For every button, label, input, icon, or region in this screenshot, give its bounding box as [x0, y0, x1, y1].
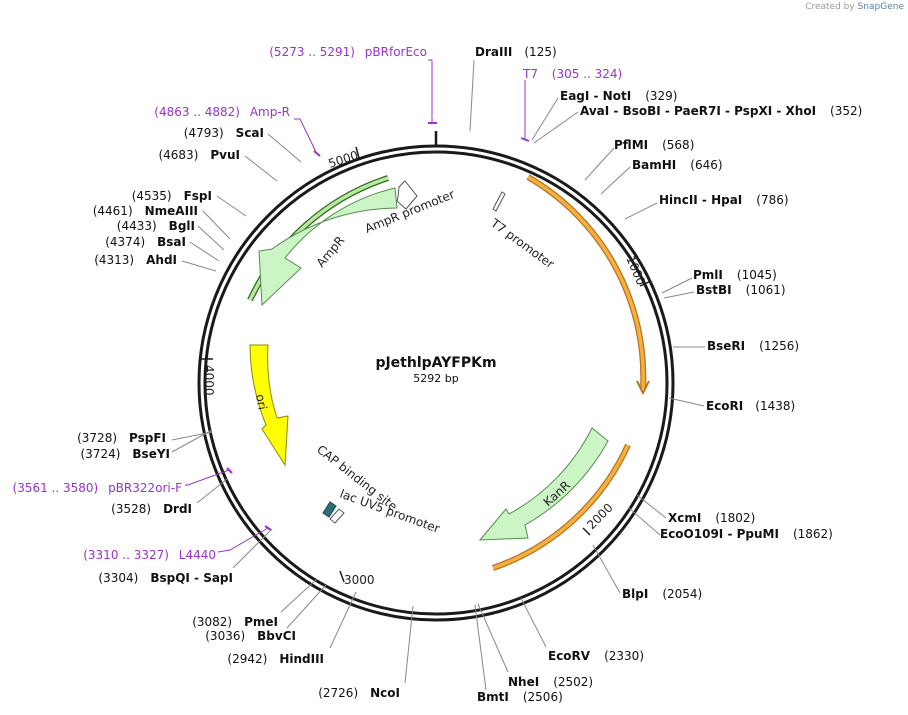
site-bsai: (4374)BsaI — [105, 235, 186, 249]
site-ncoi: (2726)NcoI — [318, 686, 400, 700]
site-bbvci: (3036)BbvCI — [205, 629, 296, 643]
site-bseyi: (3724)BseYI — [81, 447, 171, 461]
branding-prefix: Created by — [805, 2, 855, 12]
svg-text:T7 (305 .. 324): T7 (305 .. 324) — [522, 67, 622, 81]
primer-name-l4440: L4440 — [179, 548, 216, 562]
site-bspqi-sapi: (3304)BspQI - SapI — [98, 571, 233, 585]
site-scai: (4793)ScaI — [184, 126, 264, 140]
primer-name-pbr322ori-f: pBR322ori-F — [108, 481, 182, 495]
site-pspfi: (3728)PspFI — [77, 431, 166, 445]
primer-name-amp-r: Amp-R — [250, 105, 290, 119]
site-ecorv: EcoRV(2330) — [548, 649, 644, 663]
primer-l4440: (3310 .. 3327) L4440 — [83, 525, 272, 562]
site-blpi: BlpI(2054) — [622, 587, 702, 601]
site-bmti: BmtI(2506) — [477, 690, 563, 704]
primer-name-pbrforeco: pBRforEco — [365, 45, 427, 59]
site-ahdi: (4313)AhdI — [94, 253, 177, 267]
tick-label-3000: 3000 — [344, 573, 375, 587]
site-bstbi: BstBI(1061) — [696, 283, 786, 297]
site-bgli: (4433)BglI — [117, 219, 195, 233]
feature-label-ori: ori — [253, 393, 269, 411]
feature-ori: ori — [249, 344, 289, 467]
primer-amp-r: (4863 .. 4882) Amp-R — [154, 105, 321, 157]
svg-text:(3561 .. 3580) pBR322ori: (3561 .. 3580) pBR322ori-F — [13, 481, 183, 495]
plasmid-length: 5292 bp — [413, 372, 458, 385]
site-pflmi: PflMI(568) — [614, 138, 694, 152]
site-eagi-noti: EagI - NotI(329) — [560, 89, 677, 103]
primer-name-t7: T7 — [522, 67, 538, 81]
primer-range-t7: (305 .. 324) — [552, 67, 622, 81]
site-bseri: BseRI(1256) — [707, 339, 799, 353]
tick-label-4000: 4000 — [202, 365, 216, 396]
primer-pbr322ori-f: (3561 .. 3580) pBR322ori-F — [13, 467, 233, 495]
site-hincii-hpai: HincII - HpaI(786) — [659, 193, 789, 207]
site-drdi: (3528)DrdI — [111, 502, 192, 516]
tick-1000: 1000 — [623, 254, 652, 287]
site-hindiii: (2942)HindIII — [227, 652, 324, 666]
site-leaders — [171, 59, 705, 691]
site-pmei: (3082)PmeI — [192, 615, 278, 629]
site-ecori: EcoRI(1438) — [706, 399, 795, 413]
site-bamhi: BamHI(646) — [632, 158, 723, 172]
feature-label-t7-promoter: T7 promoter — [487, 216, 556, 272]
tick-4000: 4000 — [201, 358, 216, 396]
feature-arc-orange-bottom — [492, 443, 631, 571]
primer-t7: T7 (305 .. 324) — [520, 67, 622, 142]
primer-range-amp-r: (4863 .. 4882) — [154, 105, 240, 119]
backbone-inner-ring — [203, 150, 669, 616]
tick-3000: 3000 — [339, 570, 375, 587]
site-fspi: (4535)FspI — [132, 189, 212, 203]
primer-range-pbrforeco: (5273 .. 5291) — [269, 45, 355, 59]
site-nhei: NheI(2502) — [508, 675, 593, 689]
feature-t7-promoter: T7 promoter — [487, 191, 557, 272]
svg-text:(3310 .. 3327) L4440: (3310 .. 3327) L4440 — [83, 548, 216, 562]
site-labels: DraIII(125) EagI - NotI(329) AvaI - BsoB… — [77, 45, 862, 704]
primer-pbrforeco: (5273 .. 5291) pBRforEco — [269, 45, 437, 124]
primer-range-l4440: (3310 .. 3327) — [83, 548, 169, 562]
site-ecoo109i-ppumi: EcoO109I - PpuMI(1862) — [660, 527, 833, 541]
site-nmeaiii: (4461)NmeAIII — [93, 204, 198, 218]
feature-arc-orange-top — [526, 174, 650, 396]
feature-label-ampr: AmpR — [314, 233, 348, 269]
site-pmli: PmlI(1045) — [693, 268, 777, 282]
primer-range-pbr322ori-f: (3561 .. 3580) — [13, 481, 99, 495]
plasmid-name: pJethlpAYFPKm — [375, 355, 496, 371]
snapgene-branding: Created by SnapGene — [805, 2, 904, 12]
site-pvui: (4683)PvuI — [158, 148, 240, 162]
svg-text:(4863 .. 4882) Amp-R: (4863 .. 4882) Amp-R — [154, 105, 290, 119]
branding-product: SnapGene — [857, 2, 904, 12]
site-avai-xhoi: AvaI - BsoBI - PaeR7I - PspXI - XhoI(352… — [580, 104, 862, 118]
svg-text:(5273 .. 5291) pBRforEco: (5273 .. 5291) pBRforEco — [269, 45, 427, 59]
site-draiii: DraIII(125) — [475, 45, 557, 59]
site-xcmi: XcmI(1802) — [668, 511, 755, 525]
